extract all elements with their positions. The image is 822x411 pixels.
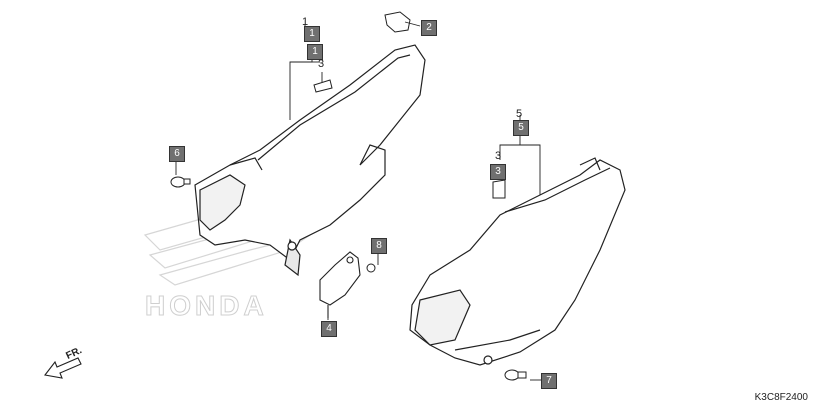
callout-label-3-left: 3 <box>318 58 325 70</box>
callout-1b: 1 <box>307 44 323 60</box>
honda-text-watermark: HONDA <box>145 290 268 321</box>
callout-4: 4 <box>321 321 337 337</box>
callout-label-1-top: 1 <box>302 16 309 28</box>
callout-8: 8 <box>371 238 387 254</box>
bolt-part-6 <box>170 176 191 188</box>
front-direction-arrow <box>44 357 82 379</box>
callout-label-3-right: 3 <box>495 150 502 162</box>
callout-2: 2 <box>421 20 437 36</box>
callout-6: 6 <box>169 146 185 162</box>
right-side-cover <box>409 157 626 366</box>
bolt-part-7 <box>504 369 527 381</box>
left-side-cover <box>194 44 426 277</box>
callout-1a: 1 <box>304 26 320 42</box>
bracket-part-4 <box>319 251 361 318</box>
bolt-part-8 <box>366 263 376 273</box>
callout-7: 7 <box>541 373 557 389</box>
clip-part-3-right <box>492 179 506 199</box>
callout-3: 3 <box>490 164 506 180</box>
callout-label-5-top: 5 <box>516 108 523 120</box>
diagram-code: K3C8F2400 <box>754 392 808 403</box>
clip-part-2 <box>384 11 411 33</box>
callout-5: 5 <box>513 120 529 136</box>
clip-part-3-left <box>313 79 333 93</box>
